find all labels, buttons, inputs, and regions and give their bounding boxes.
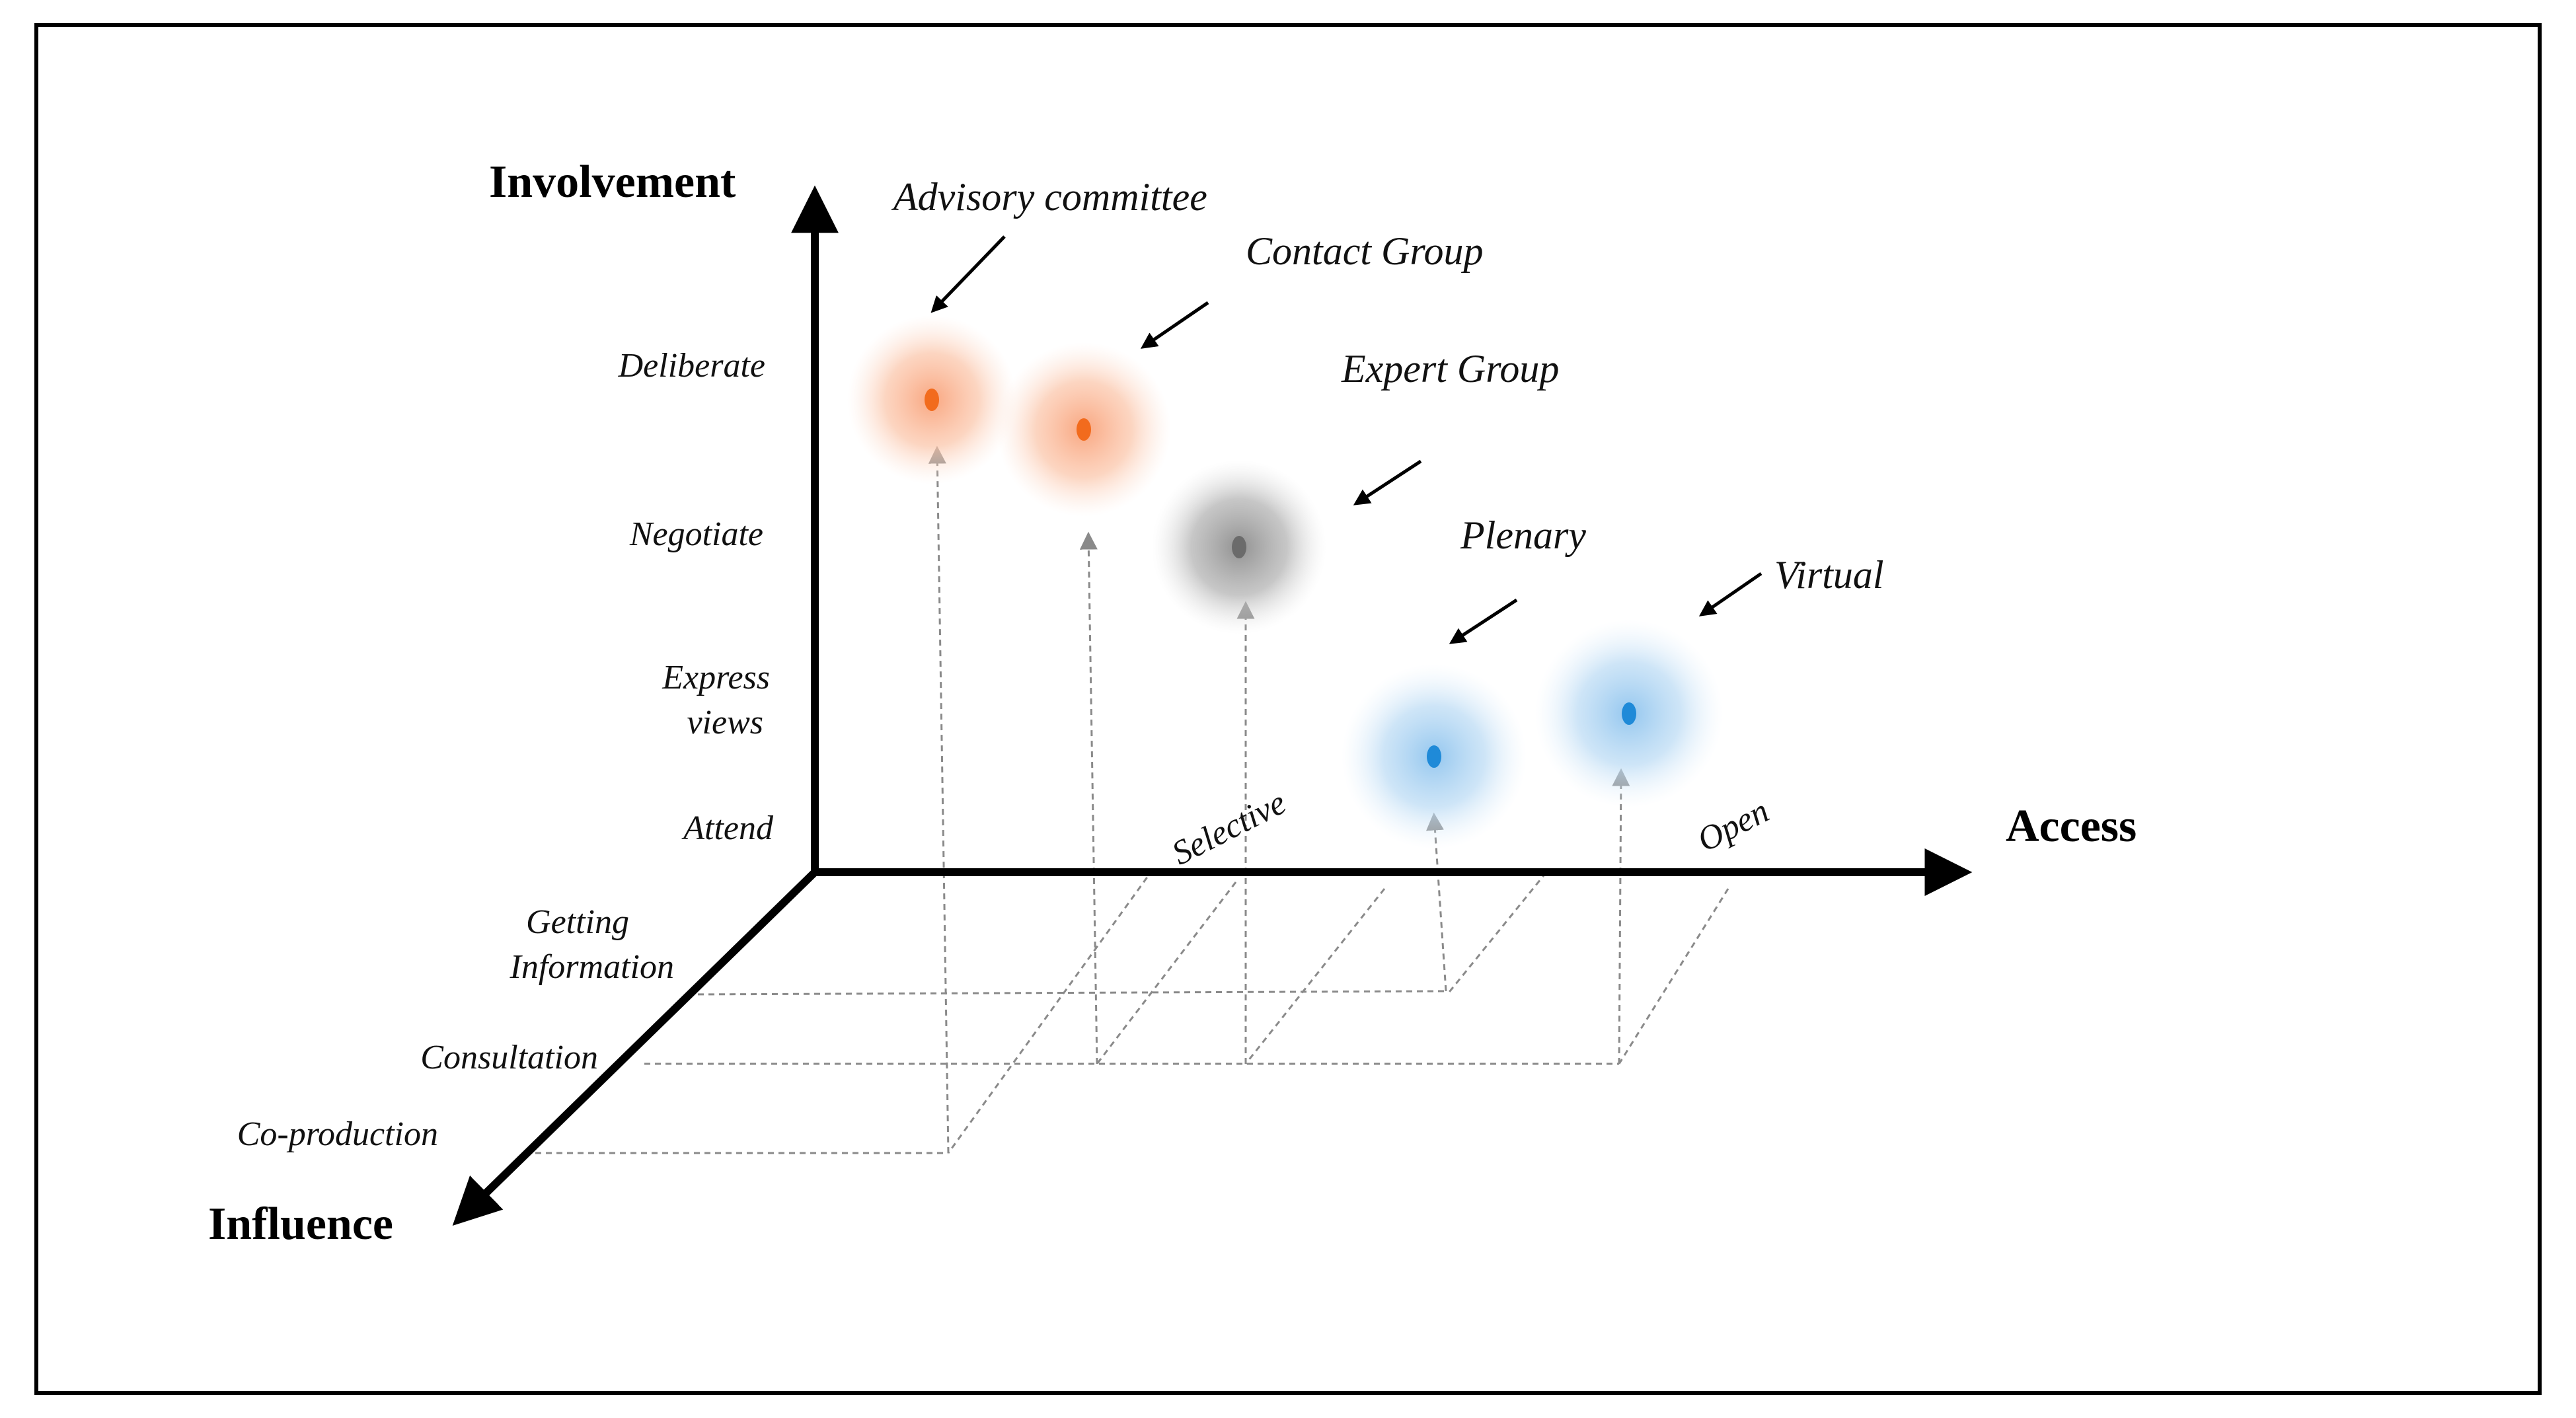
influence-level-co-production: Co-production (237, 1115, 438, 1153)
influence-levels: Getting Information Consultation Co-prod… (237, 903, 674, 1153)
diagram-frame (34, 23, 2542, 1395)
involvement-level-express-views: Express views (662, 659, 778, 741)
label-arrows (930, 235, 1762, 644)
guide-row-getting-information (687, 990, 1447, 996)
influence-axis (452, 869, 818, 1226)
marker-virtual (1535, 620, 1723, 807)
dot-advisory-committee (925, 389, 939, 411)
arrow-virtual (1698, 572, 1762, 616)
pointer-plenary (1425, 812, 1447, 992)
involvement-level-negotiate: Negotiate (629, 515, 763, 553)
arrow-expert-group (1353, 459, 1422, 505)
label-plenary: Plenary (1460, 513, 1586, 557)
involvement-level-deliberate: Deliberate (618, 347, 765, 385)
dot-contact-group (1077, 418, 1091, 441)
influence-axis-title: Influence (208, 1199, 393, 1250)
arrow-advisory-committee (930, 235, 1006, 313)
guide-diag-2 (1096, 881, 1237, 1064)
floor-grid (535, 868, 1729, 1154)
guide-diag-5 (1618, 888, 1729, 1064)
group-labels: Advisory committee Contact Group Expert … (891, 175, 1884, 597)
dot-plenary (1427, 745, 1441, 768)
arrow-plenary (1449, 598, 1518, 644)
pointer-advisory-committee (928, 445, 950, 1154)
dot-virtual (1622, 702, 1636, 725)
dot-expert-group (1232, 536, 1246, 558)
marker-expert-group (1152, 460, 1326, 634)
influence-level-getting-information: Getting Information (510, 903, 674, 986)
group-markers (847, 315, 1723, 849)
access-level-selective: Selective (1166, 784, 1292, 873)
label-expert-group: Expert Group (1341, 347, 1559, 391)
guide-diag-4 (1446, 872, 1548, 995)
access-axis-title: Access (2006, 801, 2137, 852)
arrow-contact-group (1140, 301, 1209, 349)
label-advisory-committee: Advisory committee (891, 175, 1207, 219)
influence-level-consultation: Consultation (420, 1039, 598, 1076)
marker-plenary (1342, 664, 1527, 849)
marker-advisory-committee (847, 315, 1016, 484)
pointer-virtual (1612, 768, 1630, 1064)
marker-contact-group (997, 342, 1171, 517)
access-level-open: Open (1692, 792, 1775, 860)
involvement-level-attend: Attend (681, 809, 774, 847)
involvement-axis-title: Involvement (489, 157, 736, 207)
involvement-levels: Deliberate Negotiate Express views Atten… (618, 347, 778, 847)
label-virtual: Virtual (1774, 553, 1884, 597)
axes (452, 185, 1973, 1226)
pointer-contact-group (1079, 531, 1098, 1064)
group-pointers (928, 445, 1630, 1154)
label-contact-group: Contact Group (1246, 229, 1483, 273)
guide-diag-1 (947, 868, 1155, 1154)
guide-diag-3 (1244, 888, 1386, 1064)
